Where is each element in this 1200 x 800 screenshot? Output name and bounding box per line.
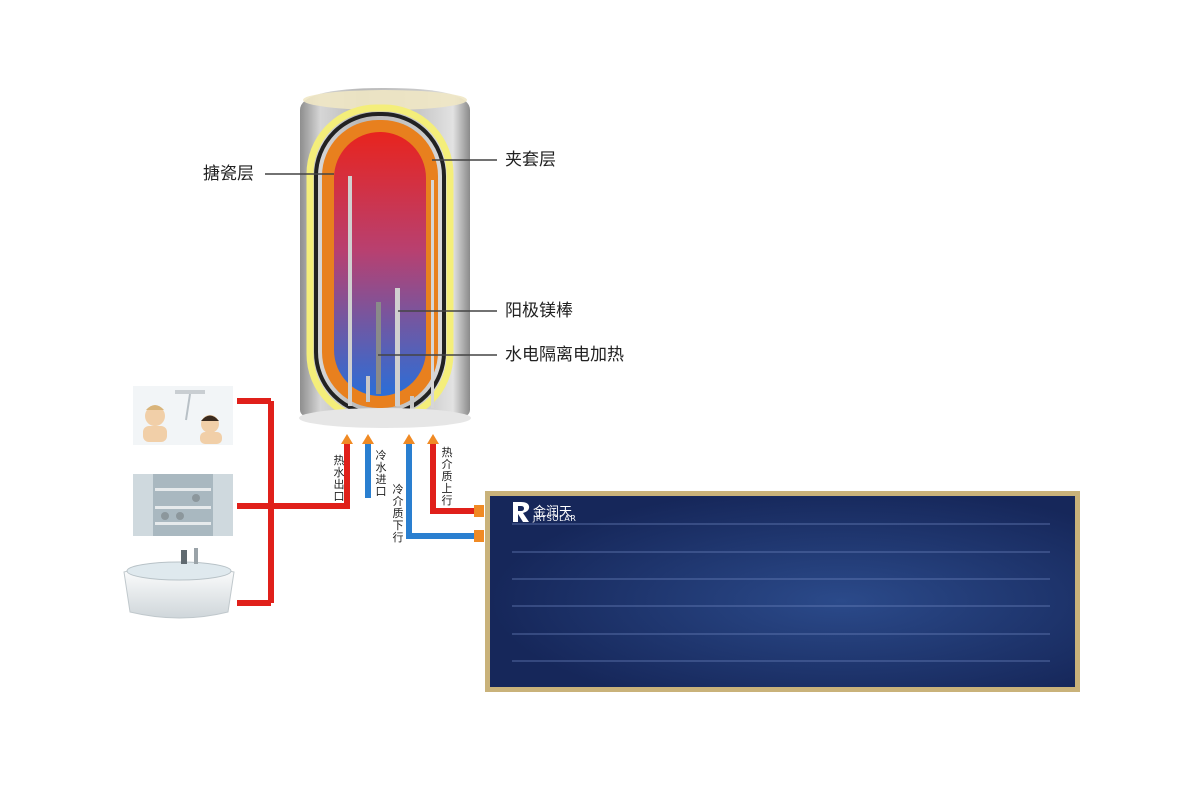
panel-glass: [490, 496, 1075, 687]
solar-collector-panel: [485, 491, 1080, 692]
label-cold-water-inlet: 冷水进口: [375, 449, 387, 498]
leader-lines: [265, 159, 497, 356]
left-rod: [348, 176, 352, 406]
label-cold-medium-down: 冷介质下行: [392, 483, 404, 544]
connector-4: [427, 434, 439, 444]
fixture-thumbnails: [120, 386, 237, 620]
child-shower-photo: [133, 386, 233, 445]
water-tank: [299, 88, 471, 428]
label-jacket-layer: 夹套层: [505, 150, 556, 170]
connector-2: [362, 434, 374, 444]
collector-port-cold: [474, 530, 484, 542]
short-rod: [366, 376, 370, 402]
connector-1: [341, 434, 353, 444]
label-hot-water-outlet: 热水出口: [333, 454, 345, 503]
inner-water: [334, 132, 426, 396]
label-anode-rod: 阳极镁棒: [505, 301, 573, 321]
pipe-connectors: [341, 434, 484, 542]
brand-name: 金润天: [533, 505, 573, 520]
connector-3: [403, 434, 415, 444]
bathtub-photo: [120, 548, 237, 620]
right-rod: [431, 180, 434, 408]
collector-port-hot: [474, 505, 484, 517]
cold-medium-pipe: [406, 440, 476, 539]
label-enamel-layer: 搪瓷层: [203, 164, 254, 184]
heater-rod: [376, 302, 381, 394]
brand-logo-icon: [513, 502, 530, 522]
label-hot-medium-up: 热介质上行: [441, 446, 453, 507]
hot-water-pipe: [237, 398, 350, 606]
hot-medium-pipe: [430, 440, 476, 514]
label-water-electric-isolation: 水电隔离电加热: [505, 345, 624, 365]
pipes: [237, 398, 476, 606]
kitchen-shelf-photo: [133, 474, 233, 536]
panel-grid-lines: [512, 523, 1050, 662]
anode-rod: [395, 288, 400, 406]
brand-sub: JRTSOLAR: [533, 514, 577, 523]
tank-bottom: [299, 408, 471, 428]
tank-top-cap: [303, 90, 467, 110]
short-rod-2: [410, 396, 414, 416]
